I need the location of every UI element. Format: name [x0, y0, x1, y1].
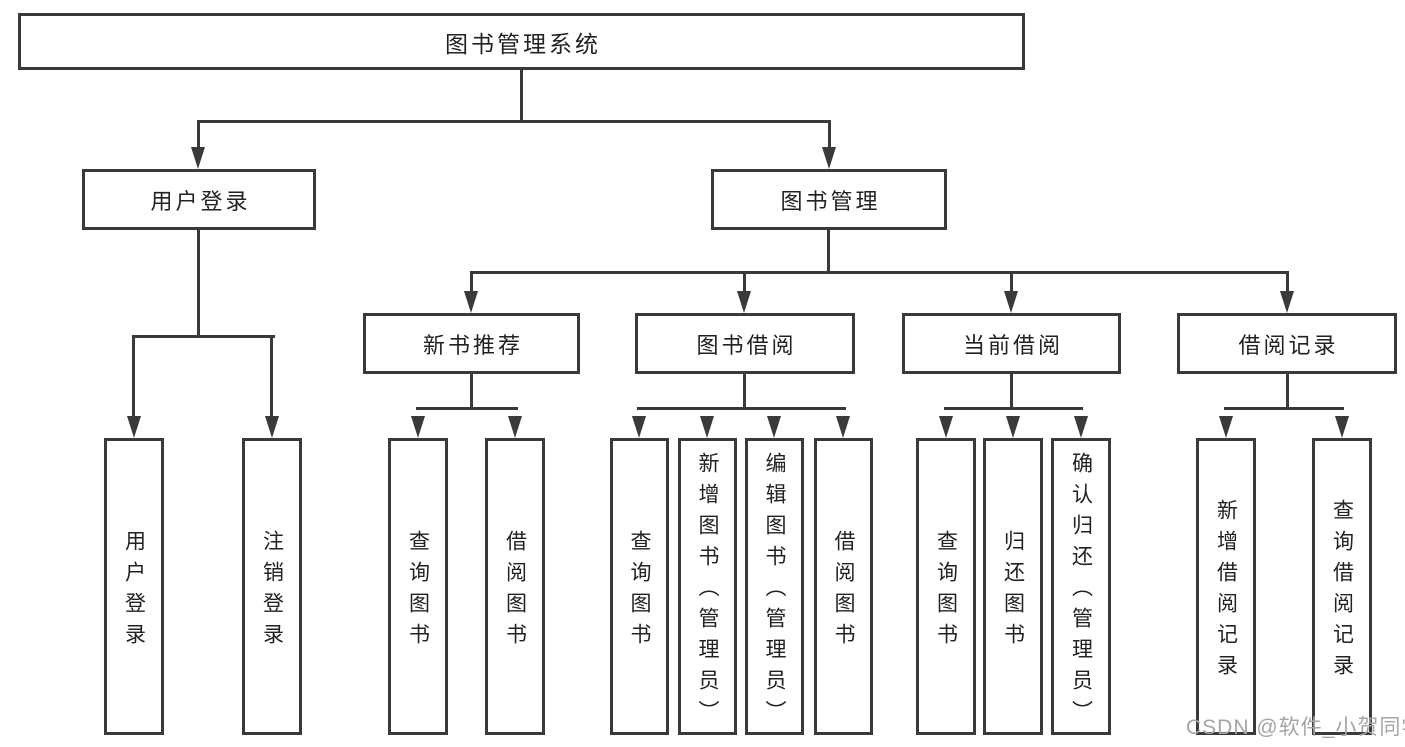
arrow-down-icon: [191, 147, 205, 169]
connector-line: [416, 407, 518, 410]
arrow-down-icon: [1006, 416, 1020, 438]
leaf-add-borrow-record-label: 新增借阅记录: [1214, 498, 1238, 685]
node-user-login: 用户登录: [82, 169, 316, 230]
arrow-down-icon: [265, 416, 279, 438]
node-user-login-label: 用户登录: [150, 188, 251, 214]
connector-line: [743, 271, 746, 296]
leaf-user-login-label: 用户登录: [122, 529, 146, 654]
arrow-down-icon: [939, 416, 953, 438]
arrow-down-icon: [822, 147, 836, 169]
leaf-query-books-1: 查询图书: [388, 438, 448, 735]
connector-line: [470, 271, 1289, 274]
connector-line: [637, 407, 846, 410]
connector-line: [197, 120, 200, 158]
leaf-query-books-2-label: 查询图书: [628, 529, 651, 654]
leaf-add-books-admin: 新增图书（管理员）: [678, 438, 737, 735]
leaf-confirm-return-admin: 确认归还（管理员）: [1051, 438, 1111, 735]
node-book-management: 图书管理: [711, 169, 947, 230]
arrow-down-icon: [508, 416, 522, 438]
node-current-borrow-label: 当前借阅: [962, 332, 1063, 358]
arrow-down-icon: [1074, 416, 1088, 438]
node-root: 图书管理系统: [18, 13, 1025, 70]
connector-line: [470, 271, 473, 296]
leaf-query-borrow-record: 查询借阅记录: [1312, 438, 1372, 735]
arrow-down-icon: [700, 416, 714, 438]
connector-line: [132, 335, 275, 338]
leaf-edit-books-admin-label: 编辑图书（管理员）: [763, 452, 786, 731]
node-new-book-recommend-label: 新书推荐: [422, 332, 523, 358]
connector-line: [1286, 271, 1289, 296]
connector-line: [1224, 407, 1344, 410]
arrow-down-icon: [1004, 291, 1018, 313]
arrow-down-icon: [1280, 291, 1294, 313]
arrow-down-icon: [464, 291, 478, 313]
leaf-add-books-admin-label: 新增图书（管理员）: [696, 452, 719, 731]
connector-line: [1010, 374, 1013, 410]
leaf-query-borrow-record-label: 查询借阅记录: [1330, 498, 1354, 685]
node-root-label: 图书管理系统: [445, 30, 601, 57]
arrow-down-icon: [1219, 416, 1233, 438]
arrow-down-icon: [411, 416, 425, 438]
connector-line: [1286, 374, 1289, 410]
leaf-query-books-3-label: 查询图书: [934, 529, 958, 654]
connector-line: [828, 120, 831, 158]
node-book-borrow-label: 图书借阅: [696, 332, 797, 358]
csdn-watermark: CSDN @软件_小贺同学: [1186, 716, 1405, 739]
arrow-down-icon: [836, 416, 850, 438]
leaf-query-books-1-label: 查询图书: [406, 529, 430, 654]
node-current-borrow: 当前借阅: [902, 313, 1121, 374]
arrow-down-icon: [632, 416, 646, 438]
connector-line: [197, 120, 831, 123]
leaf-logout-label: 注销登录: [260, 529, 284, 654]
leaf-edit-books-admin: 编辑图书（管理员）: [745, 438, 804, 735]
leaf-user-login: 用户登录: [104, 438, 164, 735]
leaf-confirm-return-admin-label: 确认归还（管理员）: [1069, 452, 1093, 731]
connector-line: [520, 70, 523, 123]
node-borrow-record: 借阅记录: [1177, 313, 1397, 374]
arrow-down-icon: [737, 291, 751, 313]
leaf-return-books-label: 归还图书: [1001, 529, 1025, 654]
connector-line: [743, 374, 746, 410]
arrow-down-icon: [767, 416, 781, 438]
leaf-borrow-books-2: 借阅图书: [814, 438, 873, 735]
leaf-borrow-books-1-label: 借阅图书: [503, 529, 527, 654]
connector-line: [944, 407, 1083, 410]
leaf-borrow-books-1: 借阅图书: [485, 438, 545, 735]
node-book-management-label: 图书管理: [780, 188, 881, 214]
leaf-borrow-books-2-label: 借阅图书: [832, 529, 855, 654]
leaf-query-books-2: 查询图书: [610, 438, 669, 735]
node-book-borrow: 图书借阅: [635, 313, 855, 374]
node-new-book-recommend: 新书推荐: [363, 313, 580, 374]
arrow-down-icon: [1335, 416, 1349, 438]
connector-line: [470, 374, 473, 410]
leaf-return-books: 归还图书: [983, 438, 1043, 735]
node-borrow-record-label: 借阅记录: [1238, 332, 1339, 358]
connector-line: [1010, 271, 1013, 296]
connector-line: [270, 335, 273, 420]
connector-line: [132, 335, 135, 420]
arrow-down-icon: [127, 416, 141, 438]
connector-line: [827, 230, 830, 274]
leaf-logout: 注销登录: [242, 438, 302, 735]
leaf-add-borrow-record: 新增借阅记录: [1196, 438, 1256, 735]
leaf-query-books-3: 查询图书: [916, 438, 976, 735]
connector-line: [197, 230, 200, 338]
